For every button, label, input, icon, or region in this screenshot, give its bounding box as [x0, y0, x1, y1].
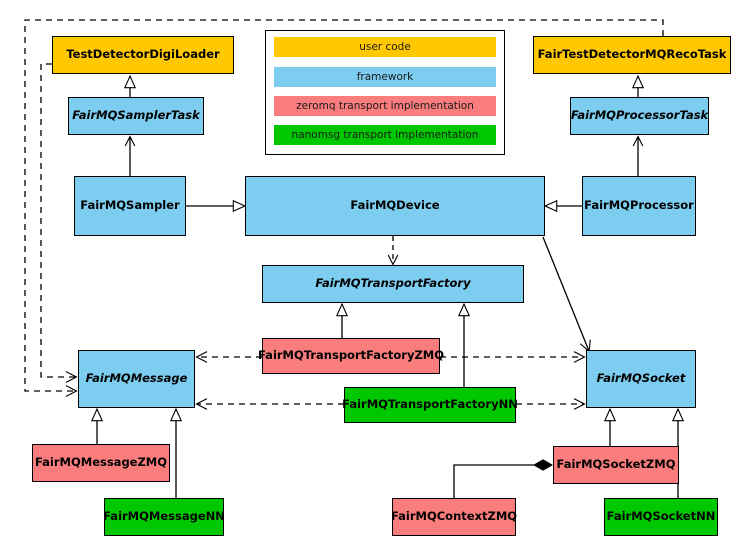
class-node-FairMQSocketNN[interactable]: FairMQSocketNN: [604, 498, 718, 536]
edge-device-socket: [542, 236, 591, 353]
legend-label-framework: framework: [356, 71, 414, 83]
legend-label-nanomsg: nanomsg transport implementation: [291, 129, 479, 141]
class-node-FairMQTransportFactoryNN[interactable]: FairMQTransportFactoryNN: [342, 387, 518, 423]
class-node-FairMQSampler[interactable]: FairMQSampler: [74, 176, 186, 236]
class-node-FairMQContextZMQ[interactable]: FairMQContextZMQ: [391, 498, 517, 536]
class-node-FairTestDetectorMQRecoTask[interactable]: FairTestDetectorMQRecoTask: [533, 36, 731, 74]
legend-item-zeromq: zeromq transport implementation: [274, 96, 496, 116]
legend-item-user-code: user code: [274, 37, 496, 57]
class-node-FairMQMessageZMQ[interactable]: FairMQMessageZMQ: [32, 444, 170, 482]
class-node-FairMQTransportFactory[interactable]: FairMQTransportFactory: [262, 265, 524, 303]
class-node-FairMQDevice[interactable]: FairMQDevice: [245, 176, 545, 236]
class-node-FairMQTransportFactoryZMQ[interactable]: FairMQTransportFactoryZMQ: [258, 338, 444, 374]
class-node-FairMQProcessor[interactable]: FairMQProcessor: [582, 176, 696, 236]
class-node-FairMQSamplerTask[interactable]: FairMQSamplerTask: [68, 97, 204, 135]
class-node-FairMQMessage[interactable]: FairMQMessage: [78, 350, 195, 408]
legend-label-user-code: user code: [359, 41, 411, 53]
legend-item-framework: framework: [274, 67, 496, 87]
legend-item-nanomsg: nanomsg transport implementation: [274, 125, 496, 145]
class-node-TestDetectorDigiLoader[interactable]: TestDetectorDigiLoader: [52, 36, 234, 74]
class-node-FairMQProcessorTask[interactable]: FairMQProcessorTask: [570, 97, 709, 135]
edge-contextzmq-socketzmq: [453, 465, 552, 498]
legend-label-zeromq: zeromq transport implementation: [296, 100, 474, 112]
class-node-FairMQSocketZMQ[interactable]: FairMQSocketZMQ: [553, 446, 679, 484]
class-node-FairMQSocket[interactable]: FairMQSocket: [586, 350, 696, 408]
class-node-FairMQMessageNN[interactable]: FairMQMessageNN: [103, 498, 225, 536]
